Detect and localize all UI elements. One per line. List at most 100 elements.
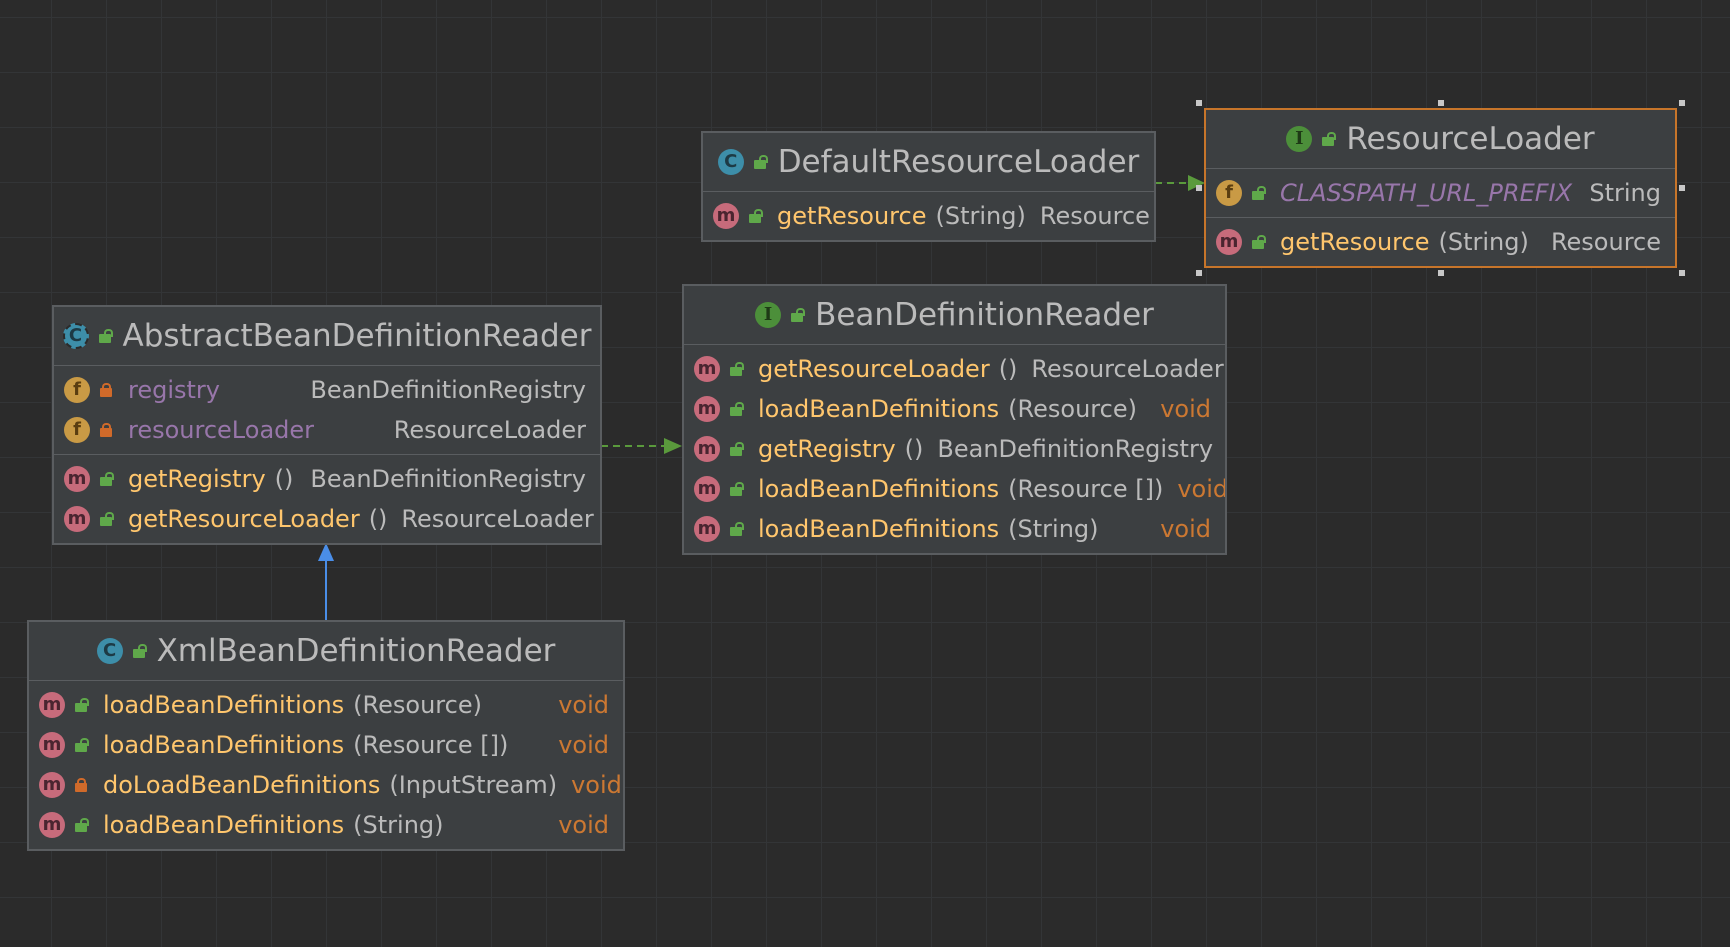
field-type: BeanDefinitionRegistry [310, 376, 586, 404]
method-return-type: void [558, 811, 609, 839]
method-return-type: BeanDefinitionRegistry [937, 435, 1214, 463]
method-row[interactable]: m getResourceLoader () ResourceLoader [54, 499, 600, 539]
methods-section: m getResource (String) Resource [1206, 218, 1675, 266]
method-icon: m [64, 506, 90, 532]
field-icon: f [64, 417, 90, 443]
method-name: doLoadBeanDefinitions [103, 771, 381, 799]
field-name: registry [128, 376, 220, 404]
method-return-type: BeanDefinitionRegistry [310, 465, 586, 493]
public-visibility-icon [1322, 132, 1337, 146]
node-title: DefaultResourceLoader [777, 144, 1140, 180]
method-return-type: ResourceLoader [401, 505, 594, 533]
method-name: loadBeanDefinitions [103, 691, 345, 719]
method-return-type: Resource [1550, 228, 1661, 256]
field-type: ResourceLoader [393, 416, 586, 444]
public-visibility-icon [730, 482, 744, 496]
public-visibility-icon [100, 512, 114, 526]
selection-handle[interactable] [1679, 185, 1685, 191]
uml-node-resource-loader[interactable]: I ResourceLoader f CLASSPATH_URL_PREFIX Stri… [1204, 108, 1677, 268]
abstract-class-icon: C [62, 323, 89, 349]
node-title: AbstractBeanDefinitionReader [122, 318, 592, 354]
private-lock-icon [100, 383, 112, 397]
public-visibility-icon [1252, 235, 1266, 249]
field-row[interactable]: f CLASSPATH_URL_PREFIX String [1206, 173, 1675, 213]
node-title: ResourceLoader [1346, 121, 1595, 157]
fields-section: f CLASSPATH_URL_PREFIX String [1206, 169, 1675, 218]
edge-default-to-resourceloader-arrowhead [1188, 175, 1205, 191]
method-row[interactable]: m getRegistry () BeanDefinitionRegistry [684, 429, 1225, 469]
method-row[interactable]: m loadBeanDefinitions (Resource []) void [684, 469, 1225, 509]
selection-handle[interactable] [1679, 270, 1685, 276]
method-return-type: void [1177, 475, 1227, 503]
field-type: String [1589, 179, 1661, 207]
method-icon: m [694, 476, 720, 502]
method-params: (String) [353, 811, 444, 839]
method-icon: m [694, 356, 720, 382]
method-row[interactable]: m loadBeanDefinitions (String) void [29, 805, 623, 845]
selection-handle[interactable] [1196, 100, 1202, 106]
field-row[interactable]: f registry BeanDefinitionRegistry [54, 370, 600, 410]
selection-handle[interactable] [1196, 185, 1202, 191]
method-params: (Resource []) [1008, 475, 1164, 503]
method-icon: m [694, 396, 720, 422]
interface-icon: I [1286, 126, 1313, 152]
selection-handle[interactable] [1437, 270, 1444, 276]
method-name: getResourceLoader [758, 355, 990, 383]
method-icon: m [39, 732, 65, 758]
field-icon: f [64, 377, 90, 403]
method-name: loadBeanDefinitions [103, 811, 345, 839]
method-name: getResource [1280, 228, 1430, 256]
method-params: (InputStream) [389, 771, 558, 799]
method-params: (String) [1008, 515, 1099, 543]
method-icon: m [694, 436, 720, 462]
interface-icon: I [755, 302, 782, 328]
field-icon: f [1216, 180, 1242, 206]
public-visibility-icon [1252, 186, 1266, 200]
fields-section: f registry BeanDefinitionRegistry f resource… [54, 366, 600, 455]
selection-handle[interactable] [1679, 100, 1685, 106]
field-name: resourceLoader [128, 416, 315, 444]
method-params: (String) [1438, 228, 1529, 256]
method-return-type: Resource [1039, 202, 1150, 230]
method-name: getRegistry [758, 435, 896, 463]
selection-handle[interactable] [1196, 270, 1202, 276]
selection-handle[interactable] [1437, 100, 1444, 106]
method-icon: m [39, 812, 65, 838]
method-name: getResourceLoader [128, 505, 360, 533]
method-name: loadBeanDefinitions [758, 515, 1000, 543]
field-name: CLASSPATH_URL_PREFIX [1280, 179, 1573, 207]
method-params: () [904, 435, 924, 463]
method-name: loadBeanDefinitions [758, 475, 1000, 503]
public-visibility-icon [730, 402, 744, 416]
public-visibility-icon [98, 329, 113, 343]
edge-abstract-to-beandefinitionreader-arrowhead [664, 438, 682, 454]
method-return-type: void [1160, 515, 1211, 543]
node-title: XmlBeanDefinitionReader [156, 633, 556, 669]
method-params: () [368, 505, 388, 533]
method-return-type: void [1160, 395, 1211, 423]
method-icon: m [1216, 229, 1242, 255]
method-row[interactable]: m getResource (String) Resource [1206, 222, 1675, 262]
method-params: () [998, 355, 1018, 383]
method-return-type: void [558, 731, 609, 759]
method-icon: m [64, 466, 90, 492]
method-icon: m [713, 203, 739, 229]
method-params: (Resource []) [353, 731, 509, 759]
field-row[interactable]: f resourceLoader ResourceLoader [54, 410, 600, 450]
edge-xml-to-abstract-arrowhead [318, 543, 334, 561]
